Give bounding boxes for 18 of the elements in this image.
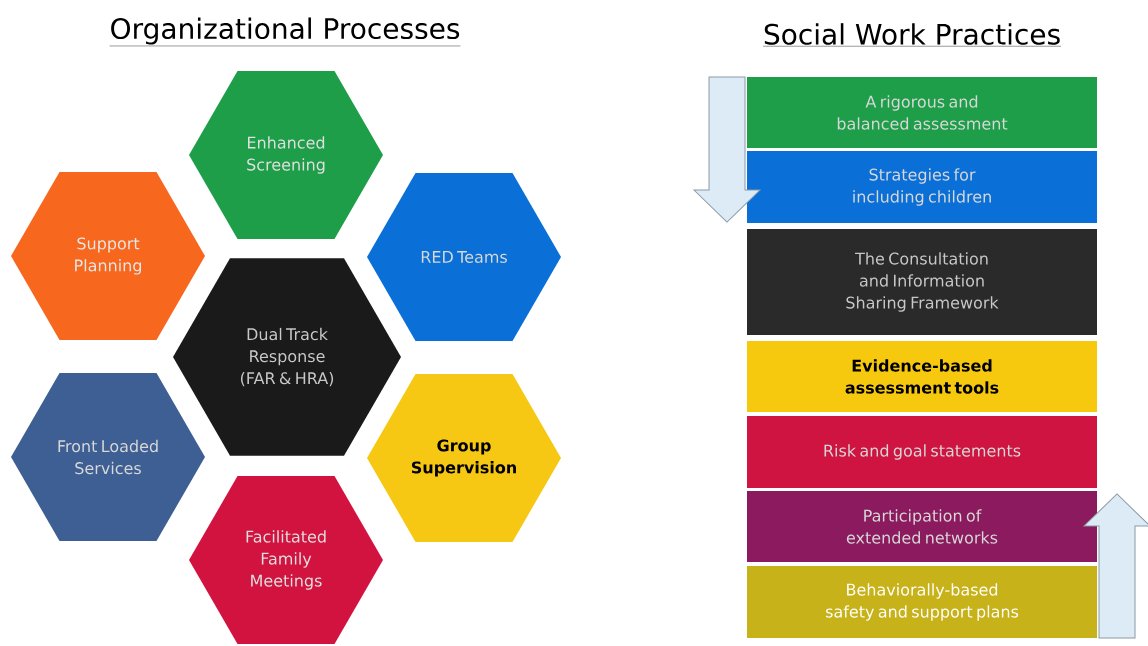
hexagon: RED Teams	[367, 173, 561, 341]
practice-bar: A rigorous and balanced assessment	[747, 77, 1097, 148]
block-arrow	[1083, 493, 1148, 639]
hexagon: Group Supervision	[367, 374, 561, 542]
heading: Social Work Practices	[762, 23, 1062, 47]
practice-bar: Behaviorally-based safety and support plans	[747, 566, 1097, 638]
practice-bar: Participation of extended networks	[747, 491, 1097, 562]
practice-bar: Strategies for including children	[747, 151, 1097, 223]
hexagon: Dual Track Response (FAR & HRA)	[173, 258, 401, 456]
hexagon: Enhanced Screening	[189, 71, 383, 239]
hexagon: Support Planning	[11, 172, 205, 340]
heading: Organizational Processes	[109, 17, 461, 47]
practice-bar: The Consultation and Information Sharing Framework	[747, 229, 1097, 335]
hexagon: Front Loaded Services	[11, 373, 205, 541]
practice-bar: Risk and goal statements	[747, 416, 1097, 488]
block-arrow	[693, 76, 761, 223]
practice-bar: Evidence-based assessment tools	[747, 341, 1097, 412]
hexagon: Facilitated Family Meetings	[189, 476, 383, 644]
